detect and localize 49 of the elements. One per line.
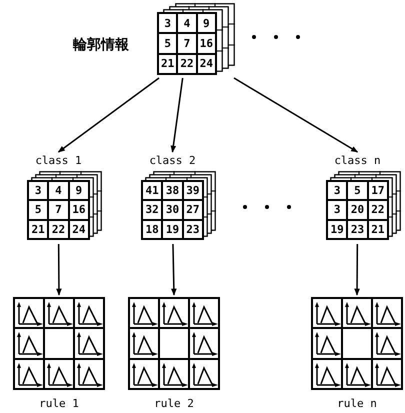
number-cell: 23 bbox=[347, 220, 368, 239]
number-cell: 5 bbox=[158, 33, 178, 54]
number-cell: 4 bbox=[48, 181, 69, 200]
number-cell: 24 bbox=[196, 54, 216, 74]
arrow bbox=[171, 244, 177, 296]
number-cell: 9 bbox=[196, 13, 216, 34]
number-cell: 21 bbox=[28, 220, 48, 239]
number-cell: 20 bbox=[347, 200, 368, 220]
number-cell: 3 bbox=[327, 200, 348, 220]
number-cell: 18 bbox=[142, 220, 162, 239]
heading-label: 輪郭情報 bbox=[73, 36, 129, 54]
number-cell: 21 bbox=[368, 220, 388, 239]
arrow bbox=[56, 244, 62, 296]
number-cell: 22 bbox=[368, 200, 388, 220]
class-label: class 1 bbox=[34, 154, 83, 167]
number-cell: 21 bbox=[158, 54, 178, 74]
rule-label: rule 1 bbox=[38, 397, 80, 410]
number-cell: 5 bbox=[347, 181, 368, 200]
arrow bbox=[170, 78, 184, 153]
number-cell: 27 bbox=[182, 200, 203, 220]
number-cell: 41 bbox=[142, 181, 162, 200]
number-cell: 30 bbox=[162, 200, 183, 220]
class-label: class n bbox=[333, 154, 382, 167]
number-cell: 4 bbox=[177, 13, 197, 34]
number-cell: 17 bbox=[368, 181, 388, 200]
number-cell: 7 bbox=[48, 200, 69, 220]
number-cell: 3 bbox=[158, 13, 178, 34]
rule-label: rule n bbox=[336, 397, 378, 410]
number-cell: 9 bbox=[68, 181, 89, 200]
number-cell: 24 bbox=[68, 220, 89, 239]
number-cell: 5 bbox=[28, 200, 48, 220]
number-cell: 16 bbox=[196, 33, 216, 54]
class-label: class 2 bbox=[148, 154, 197, 167]
number-cell: 38 bbox=[162, 181, 183, 200]
number-cell: 22 bbox=[48, 220, 69, 239]
arrow bbox=[234, 77, 358, 153]
number-cell: 16 bbox=[68, 200, 89, 220]
number-cell: 23 bbox=[182, 220, 203, 239]
number-cell: 3 bbox=[28, 181, 48, 200]
rule-label: rule 2 bbox=[153, 397, 195, 410]
number-cell: 32 bbox=[142, 200, 162, 220]
arrow bbox=[58, 77, 160, 153]
number-cell: 39 bbox=[182, 181, 203, 200]
number-cell: 22 bbox=[177, 54, 197, 74]
arrow bbox=[354, 244, 360, 296]
number-cell: 19 bbox=[327, 220, 348, 239]
number-cell: 7 bbox=[177, 33, 197, 54]
number-cell: 19 bbox=[162, 220, 183, 239]
number-cell: 3 bbox=[327, 181, 348, 200]
